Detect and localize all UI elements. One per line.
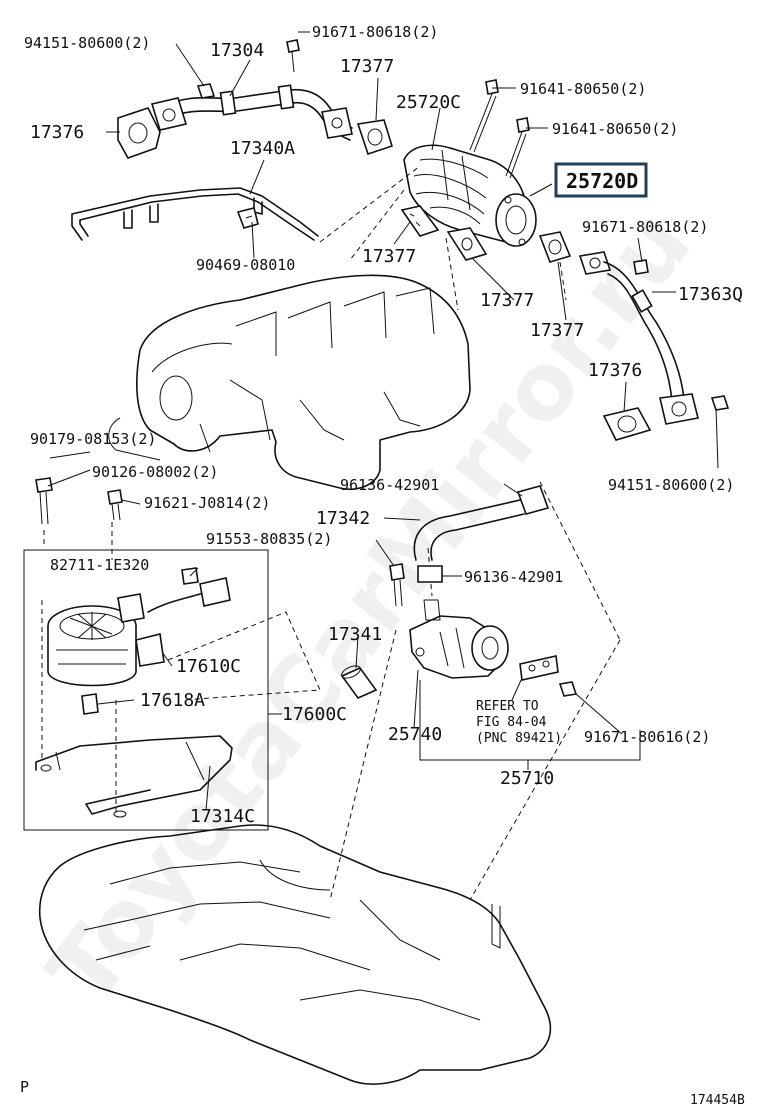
part-labels: 94151-80600(2) 17304 91671-80618(2) 1737…	[20, 23, 745, 1108]
label-17377-c: 17377	[480, 290, 534, 311]
label-17342: 17342	[316, 508, 370, 529]
air-switching-valve-25740	[409, 599, 578, 697]
label-91641-a: 91641-80650(2)	[520, 80, 646, 98]
air-pump-assembly-box	[23, 522, 269, 831]
gasket-17377-top	[356, 119, 393, 156]
label-17341: 17341	[328, 624, 382, 645]
label-91641-b: 91641-80650(2)	[552, 120, 678, 138]
gasket-17377-right-valve	[538, 231, 572, 263]
corner-mark: P	[20, 1078, 29, 1096]
install-lines-upper	[319, 165, 621, 901]
egr-pipe-17304	[150, 39, 353, 141]
intake-manifold-outline	[108, 274, 471, 490]
label-17314c: 17314C	[190, 806, 255, 827]
label-17610c: 17610C	[176, 656, 241, 677]
label-17618a: 17618A	[140, 690, 205, 711]
label-25720d-highlighted: 25720D	[566, 169, 638, 193]
label-90126: 90126-08002(2)	[92, 463, 218, 481]
fasteners-left-mid	[35, 477, 123, 525]
gasket-17377-lower-valve	[446, 227, 488, 261]
label-25710: 25710	[500, 768, 554, 789]
gasket-17376-right	[602, 407, 652, 441]
label-91671-bot: 91671-80616(2)	[584, 728, 710, 746]
label-91621: 91621-J0814(2)	[144, 494, 270, 512]
gasket-17377-left-valve	[400, 205, 440, 237]
label-91671-top: 91671-80618(2)	[312, 23, 438, 41]
label-17340a: 17340A	[230, 138, 295, 159]
label-refer-line2: FIG 84-04	[476, 715, 547, 730]
hose-17342	[413, 485, 550, 583]
label-90179: 90179-08153(2)	[30, 430, 156, 448]
label-17377-a: 17377	[340, 56, 394, 77]
egr-pipe-17363q	[578, 251, 730, 425]
label-94151-top: 94151-80600(2)	[24, 34, 150, 52]
install-lines-mid	[167, 547, 433, 901]
label-refer-line1: REFER TO	[476, 699, 539, 714]
leader-lines	[47, 31, 719, 811]
label-17600c: 17600C	[282, 704, 347, 725]
label-17377-d: 17377	[530, 320, 584, 341]
label-17376-b: 17376	[588, 360, 642, 381]
label-82711: 82711-1E320	[50, 556, 149, 574]
label-96136-b: 96136-42901	[464, 568, 563, 586]
label-96136-a: 96136-42901	[340, 476, 439, 494]
label-91553: 91553-80835(2)	[206, 530, 332, 548]
label-94151-right: 94151-80600(2)	[608, 476, 734, 494]
egr-cooler-25720c	[403, 79, 537, 247]
label-17376-a: 17376	[30, 122, 84, 143]
hose-17341	[340, 665, 378, 699]
label-refer-line3: (PNC 89421)	[476, 731, 562, 746]
highlight-box-25720d	[554, 162, 648, 198]
label-91671-mid: 91671-80618(2)	[582, 218, 708, 236]
engine-block-outline	[38, 824, 552, 1085]
vacuum-tube-17340a	[71, 187, 319, 241]
gasket-17376-left	[117, 107, 161, 159]
label-90469: 90469-08010	[196, 256, 295, 274]
label-17377-b: 17377	[362, 246, 416, 267]
bracket-25710	[419, 680, 641, 761]
figure-number: 174454B	[690, 1093, 745, 1108]
label-17363q: 17363Q	[678, 284, 743, 305]
bolt-91553	[389, 563, 405, 607]
label-25720c: 25720C	[396, 92, 461, 113]
label-25740: 25740	[388, 724, 442, 745]
label-17304: 17304	[210, 40, 264, 61]
